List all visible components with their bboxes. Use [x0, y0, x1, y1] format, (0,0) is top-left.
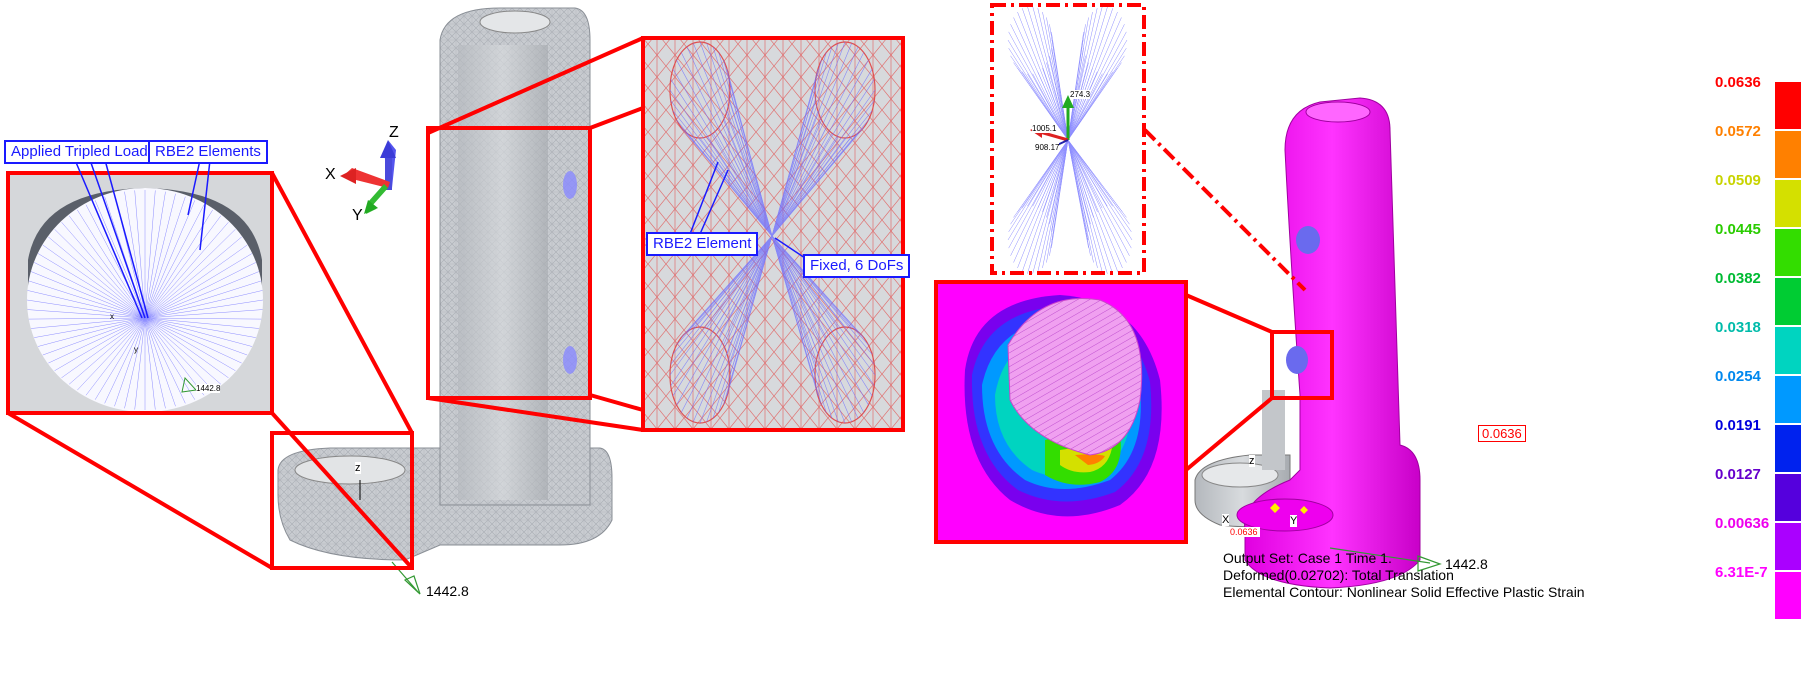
legend-swatch [1775, 131, 1801, 178]
zoom-connector-1 [6, 172, 414, 570]
coordinate-triad [340, 140, 396, 214]
zoom-connector-3 [1184, 293, 1334, 472]
load-value-right: 1442.8 [1445, 556, 1488, 572]
footer-contour: Elemental Contour: Nonlinear Solid Effec… [1223, 584, 1585, 600]
base-z-label: z [355, 462, 361, 474]
axis-y-label: Y [352, 207, 363, 224]
force-vector-inset [990, 3, 1146, 275]
footer-output-set: Output Set: Case 1 Time 1. [1223, 550, 1392, 566]
legend-value: 0.0572 [1715, 123, 1761, 140]
force-label-3: 908.17 [1035, 143, 1060, 152]
legend-swatch [1775, 327, 1801, 374]
callout-fixed-dofs: Fixed, 6 DoFs [803, 254, 911, 278]
right-z-label: z [1249, 455, 1255, 467]
legend-value: 0.0254 [1715, 368, 1761, 385]
right-x-label: X [1222, 514, 1230, 526]
force-label-1: 274.3 [1070, 90, 1091, 99]
zoom-inset-load [6, 171, 274, 415]
callout-rbe2-elements: RBE2 Elements [148, 140, 268, 164]
legend-value: 0.0509 [1715, 172, 1761, 189]
legend-swatch [1775, 180, 1801, 227]
force-label-2: 1005.1 [1032, 124, 1057, 133]
axis-z-label: Z [389, 124, 399, 141]
inset-peak-label: 0.0636 [1228, 527, 1260, 537]
legend-swatch [1775, 425, 1801, 472]
inset-y-label: y [134, 345, 138, 354]
legend-value: 0.0191 [1715, 417, 1761, 434]
legend-value: 0.0382 [1715, 270, 1761, 287]
legend-swatch [1775, 376, 1801, 423]
legend-swatch [1775, 474, 1801, 521]
inset-load-value: 1442.8 [196, 384, 221, 393]
legend-value: 0.0127 [1715, 466, 1761, 483]
legend-swatch [1775, 572, 1801, 619]
grey-bracket-model [277, 7, 613, 561]
legend-swatch [1775, 278, 1801, 325]
legend-swatch [1775, 82, 1801, 129]
legend-swatch [1775, 229, 1801, 276]
deformed-magenta-model [1236, 97, 1421, 589]
load-value-left: 1442.8 [426, 583, 469, 599]
legend-value: 0.0318 [1715, 319, 1761, 336]
contour-legend [1775, 82, 1801, 619]
peak-strain-label: 0.0636 [1478, 425, 1526, 442]
callout-rbe2-element: RBE2 Element [646, 232, 759, 256]
right-y-label: Y [1290, 515, 1298, 527]
inset-x-label: x [110, 312, 114, 321]
legend-value: 6.31E-7 [1715, 564, 1768, 581]
legend-value: 0.00636 [1715, 515, 1770, 532]
callout-pointers [74, 159, 806, 319]
contour-inset [934, 280, 1188, 544]
callout-applied-load: Applied Tripled Load [4, 140, 155, 164]
dashdot-connector [1143, 128, 1307, 292]
legend-swatch [1775, 523, 1801, 570]
legend-value: 0.0445 [1715, 221, 1761, 238]
load-arrow-right [1329, 547, 1442, 572]
legend-value: 0.0636 [1715, 74, 1761, 91]
zoom-connector-2 [426, 36, 644, 432]
axis-x-label: X [325, 166, 336, 183]
footer-deformed: Deformed(0.02702): Total Translation [1223, 567, 1454, 583]
